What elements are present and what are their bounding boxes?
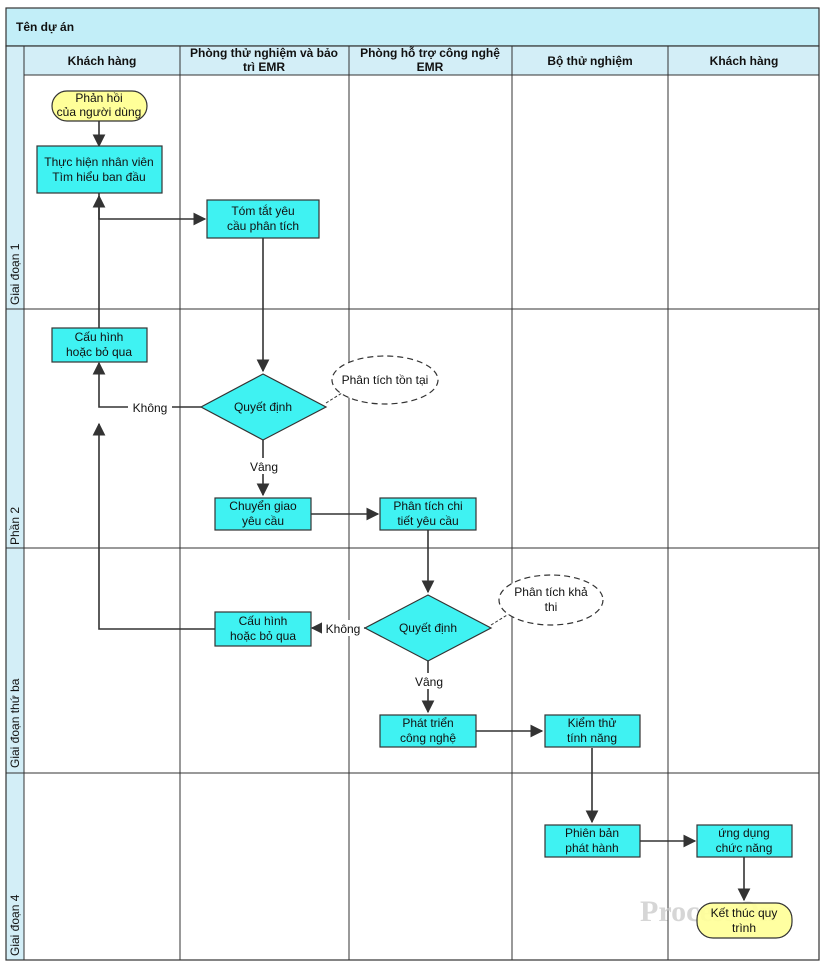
annotation-feasibility-analysis xyxy=(498,574,604,626)
column-header-test-team: Bộ thử nghiệm xyxy=(547,54,632,68)
terminal-end[interactable] xyxy=(696,902,793,939)
annotation-existence-analysis-label: Phân tích tồn tại xyxy=(342,373,429,387)
edge-label-yes-1: Vâng xyxy=(250,460,278,474)
edge-research-to-summary xyxy=(98,193,207,226)
process-test[interactable] xyxy=(544,714,641,748)
process-config-2[interactable] xyxy=(214,611,312,647)
column-dividers xyxy=(179,46,669,960)
process-dev[interactable] xyxy=(379,714,477,748)
column-header-customer-2: Khách hàng xyxy=(710,54,779,68)
terminal-feedback[interactable] xyxy=(51,90,148,122)
process-summary[interactable] xyxy=(206,199,320,239)
annotation-existence-analysis xyxy=(331,355,439,405)
phase-label-3: Giai đoạn thứ ba xyxy=(8,678,22,768)
connectors xyxy=(92,121,751,902)
phase-label-2: Phần 2 xyxy=(8,507,22,545)
phase-column xyxy=(5,45,25,961)
phase-label-4: Giai đoạn 4 xyxy=(8,894,22,956)
column-header-customer: Khách hàng xyxy=(68,54,137,68)
title-bar xyxy=(5,7,820,47)
header-row xyxy=(23,45,820,76)
decision-1-label: Quyết định xyxy=(234,400,292,414)
diagram-border xyxy=(5,45,820,961)
edge-config2-to-loop xyxy=(92,422,215,630)
diagram-title: Tên dự án xyxy=(16,20,74,34)
process-detail-analysis[interactable] xyxy=(379,497,477,531)
phase-label-1: Giai đoạn 1 xyxy=(8,243,22,305)
decision-1[interactable] xyxy=(199,373,328,441)
process-release[interactable] xyxy=(544,824,641,858)
edge-label-yes-2: Vâng xyxy=(415,675,443,689)
process-app[interactable] xyxy=(696,824,793,858)
phase-dividers xyxy=(6,308,819,774)
decision-2-label: Quyết định xyxy=(399,621,457,635)
process-transfer[interactable] xyxy=(214,497,312,531)
edge-label-no-2: Không xyxy=(326,622,361,636)
edge-label-no-1: Không xyxy=(133,401,168,415)
process-config-1[interactable] xyxy=(51,327,148,363)
process-initial-research[interactable] xyxy=(36,145,163,194)
decision-2[interactable] xyxy=(363,594,493,662)
